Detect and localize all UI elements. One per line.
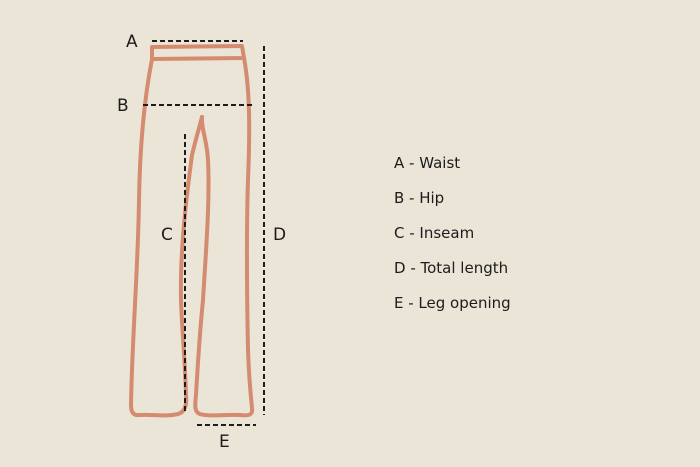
label-b: B	[117, 96, 129, 116]
legend-item-total-length: D - Total length	[394, 259, 509, 277]
legend-item-waist: A - Waist	[394, 154, 461, 172]
measurement-legend: A - Waist B - Hip C - Inseam D - Total l…	[394, 152, 511, 327]
legend-item-inseam: C - Inseam	[394, 224, 475, 242]
waistband	[150, 44, 246, 61]
label-a: A	[126, 32, 138, 52]
right-leg-outline	[193, 56, 255, 418]
label-e: E	[219, 432, 230, 452]
legend-item-hip: B - Hip	[394, 189, 445, 207]
left-leg-outline	[129, 57, 204, 418]
label-d: D	[273, 225, 286, 245]
pants-outline	[129, 44, 255, 418]
legend-item-leg-opening: E - Leg opening	[394, 294, 511, 312]
label-c: C	[161, 225, 173, 245]
